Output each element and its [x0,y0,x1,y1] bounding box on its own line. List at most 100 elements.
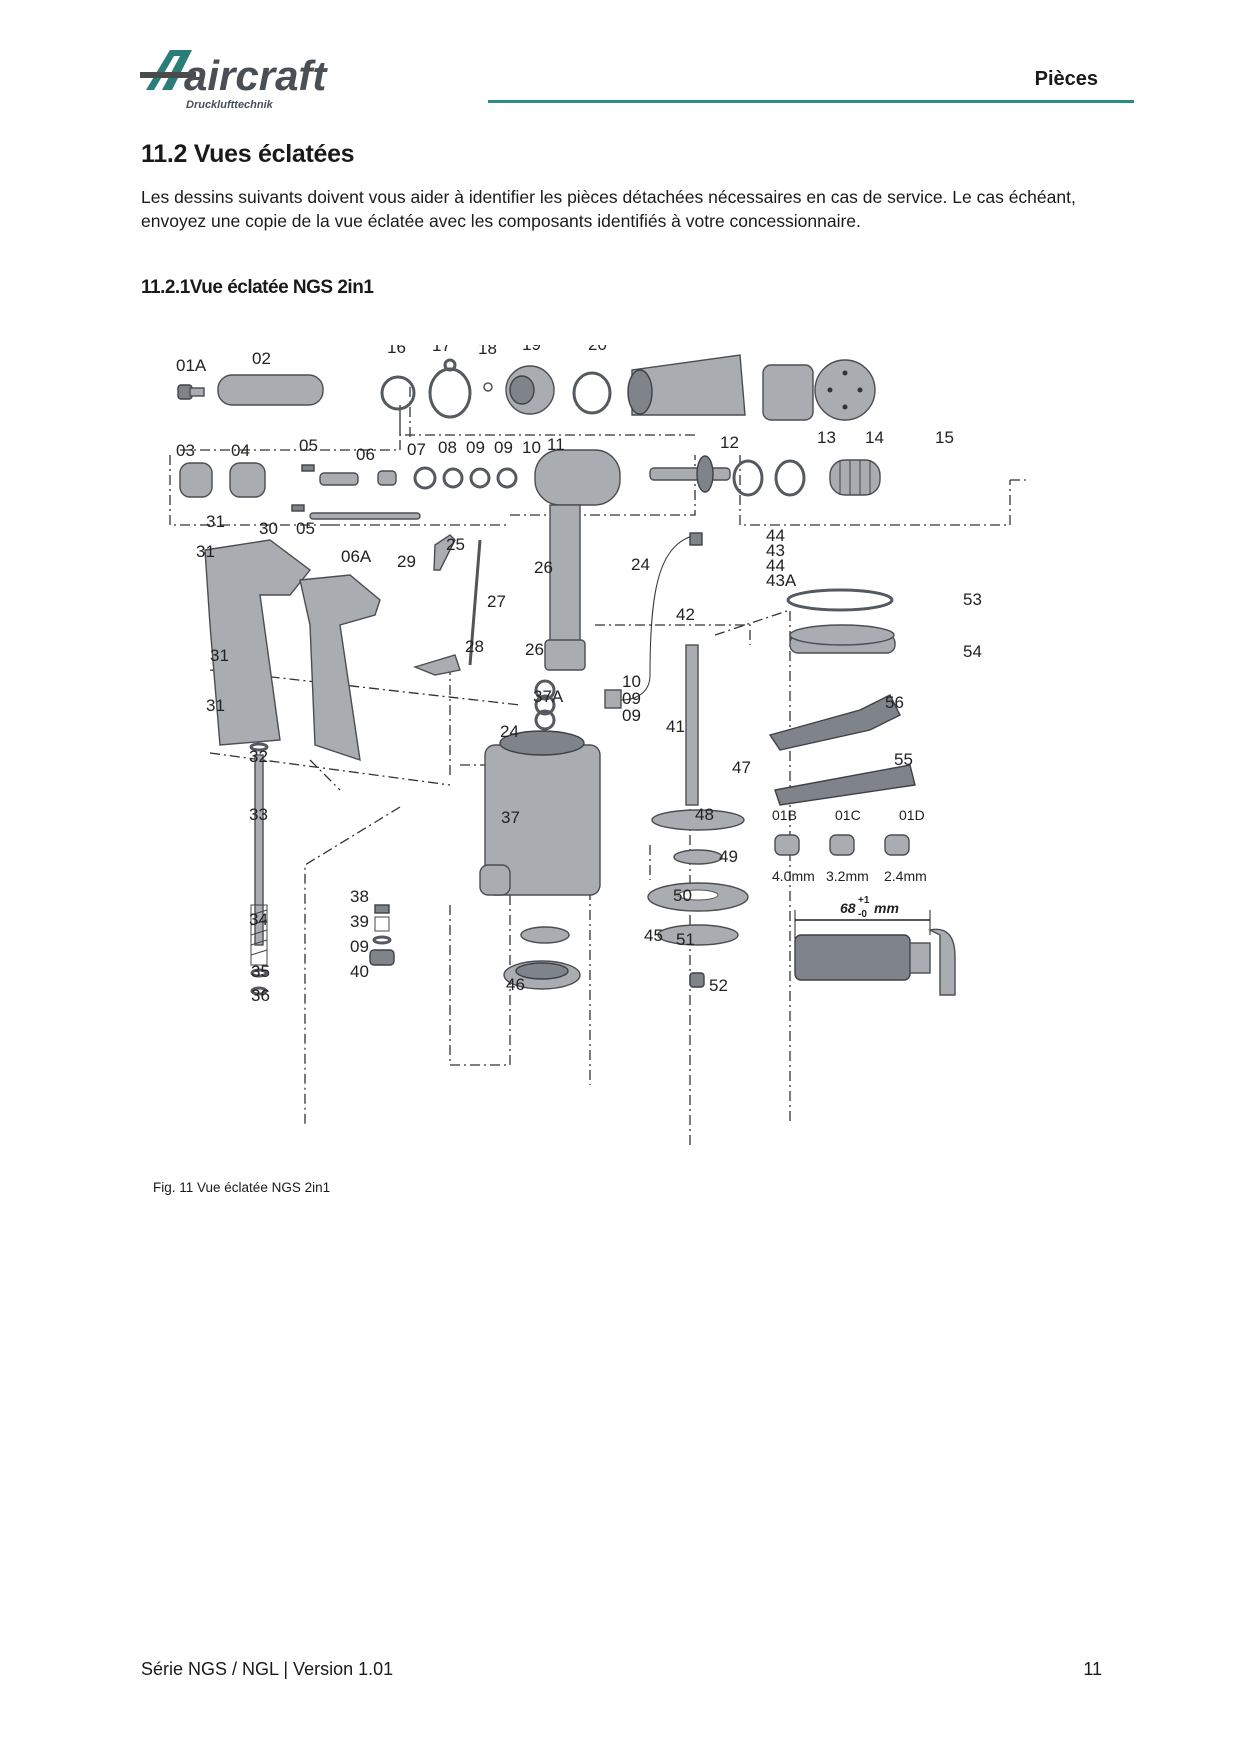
label-01D: 01D [899,807,925,823]
label-26: 26 [534,558,553,577]
label-44: 44 [766,526,785,545]
label-46: 46 [506,975,525,994]
label-06A: 06A [341,547,372,566]
label-37: 37 [501,808,520,827]
label-09: 09 [350,937,369,956]
part-01a-nozzle [177,384,205,400]
part-48-disc [651,809,745,831]
part-30-handle-left [204,539,311,746]
dimension-drawing [794,910,956,996]
label-16: 16 [387,345,406,357]
label-48: 48 [695,805,714,824]
part-42-air-hose [619,534,696,701]
label-49: 49 [719,847,738,866]
aircraft-logo: aircraft Drucklufttechnik [140,50,328,110]
label-22: 22 [784,345,803,346]
label-31: 31 [206,696,225,715]
label-27: 27 [487,592,506,611]
label-04: 04 [231,441,250,460]
part-13-seal [732,459,764,497]
label-45: 45 [644,926,663,945]
label-52: 52 [709,976,728,995]
label-09: 09 [494,438,513,457]
section-title: 11.2 Vues éclatées [141,140,355,168]
part-37-cylinder [479,730,601,896]
dimension-unit: mm [874,900,899,916]
part-38-cap [374,904,390,914]
part-52-nut [689,972,705,988]
part-09-o-ring [469,467,491,489]
part-29-handle-right [299,574,381,762]
part-12-piston [649,455,731,493]
part-11-main-body [534,449,621,671]
part-25-trigger [433,534,456,571]
label-05: 05 [296,519,315,538]
footer-series-version: Série NGS / NGL | Version 1.01 [141,1659,394,1679]
part-47-shaft [685,644,699,806]
part-55-wrench [774,764,916,806]
part-45-nut [520,926,570,944]
nozzle-01c [829,834,855,856]
label-09: 09 [466,438,485,457]
label-33: 33 [249,805,268,824]
part-10-o-ring-b [534,679,556,701]
parts-row-1 [177,354,876,421]
label-10: 10 [522,438,541,457]
label-31: 31 [210,646,229,665]
label-19: 19 [522,345,541,354]
dimension-tol-minus: -0 [858,909,867,920]
part-23-cover-plate [814,359,876,421]
part-33-rod [254,754,264,946]
part-40-valve [369,949,395,966]
part-04-jaw-pusher [229,462,266,498]
label-13: 13 [817,428,836,447]
part-41-connector [604,689,622,709]
part-16-o-ring [380,375,416,411]
label-41: 41 [666,717,685,736]
part-10-o-ring [496,467,518,489]
part-05-jaw-b [291,504,305,512]
part-07-nut [377,470,397,486]
part-20-ring [572,371,612,415]
parts-lower [249,644,749,996]
part-22-cap [762,364,814,421]
label-01B: 01B [772,807,797,823]
label-37A: 37A [533,687,564,706]
label-47: 47 [732,758,751,777]
intro-paragraph: Les dessins suivants doivent vous aider … [141,187,1076,231]
label-20: 20 [588,345,607,354]
part-49-washer [673,849,723,865]
parts-middle [204,504,916,806]
label-26: 26 [525,640,544,659]
exploded-view-diagram: 01A 02 16 17 18 19 20 21 22 23 03 04 05 … [169,345,1030,1145]
label-08: 08 [438,438,457,457]
label-11: 11 [547,435,565,454]
part-35-washer [250,968,268,978]
label-34: 34 [249,910,268,929]
part-03-jaw-housing [179,462,213,498]
part-09-o-ring-c [534,694,556,716]
footer-page-number: 11 [1083,1659,1102,1679]
nozzle-01d [884,834,910,856]
part-51-disc [657,924,739,946]
part-54-end-cap [789,624,896,654]
header-divider [488,100,1134,103]
label-07: 07 [407,440,426,459]
label-54: 54 [963,642,982,661]
logo-wordmark: aircraft [184,52,328,99]
label-28: 28 [465,637,484,656]
label-14: 14 [865,428,884,447]
label-29: 29 [397,552,416,571]
part-09-o-ring-e [372,935,392,945]
part-08-washer [413,466,437,490]
nozzle-01b [774,834,800,856]
part-14-seal [774,459,806,497]
dimension-value: 68 [840,900,856,916]
part-39-spring [374,916,390,932]
part-28-trigger-link [412,654,461,676]
part-32-washer [249,742,269,752]
part-06-spindle [319,472,359,486]
part-36-washer [250,986,268,996]
part-56-wrench [768,694,901,751]
label-53: 53 [963,590,982,609]
